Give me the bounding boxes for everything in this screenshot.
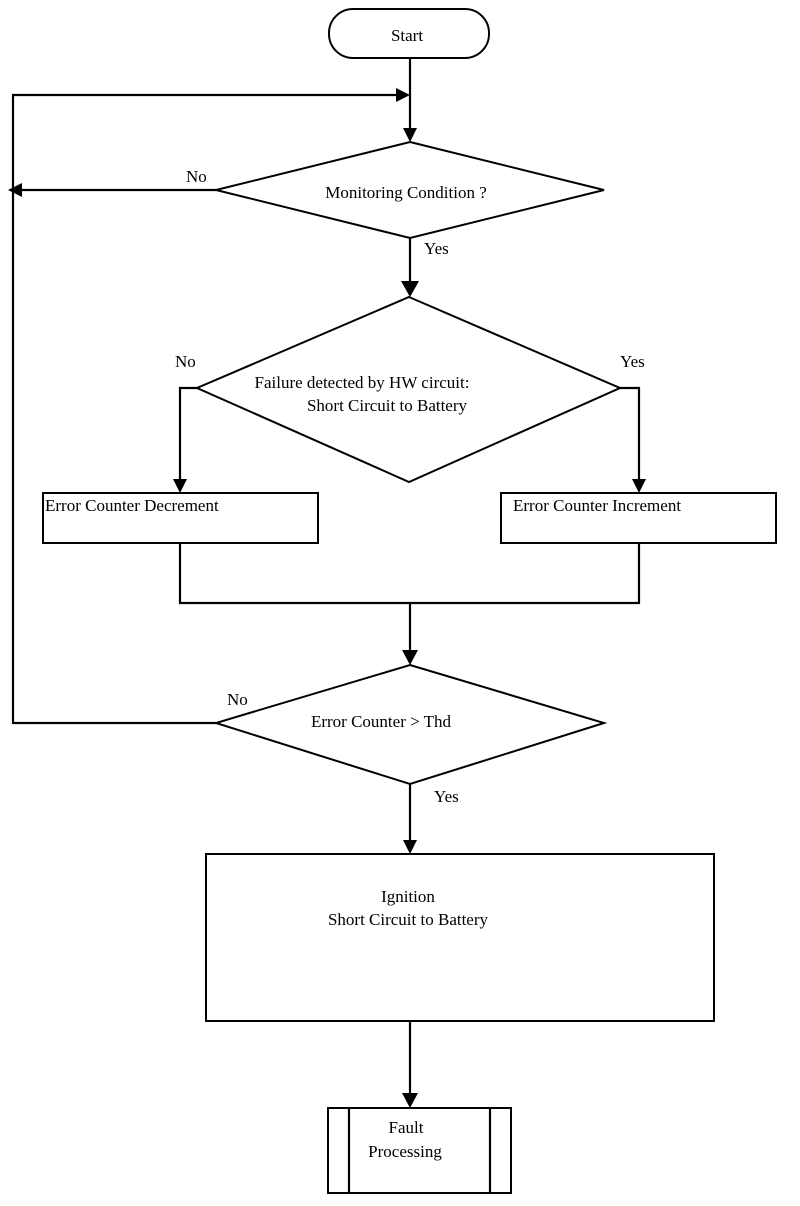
- monitoring-decision: Monitoring Condition ?: [215, 140, 605, 240]
- failure-label-line1: Failure detected by HW circuit:: [255, 373, 470, 392]
- threshold-no-label: No: [227, 690, 248, 709]
- decrement-label: Error Counter Decrement: [45, 496, 219, 515]
- failure-label-line2: Short Circuit to Battery: [307, 396, 468, 415]
- monitoring-no-label: No: [186, 167, 207, 186]
- arrowhead-into-ignition: [403, 840, 417, 854]
- edge-labels: No Yes No Yes No Yes: [175, 167, 645, 806]
- arrowhead-into-failure: [401, 281, 419, 297]
- arrowhead-monitoring-no: [8, 183, 22, 197]
- edge-failure-yes: [620, 386, 641, 482]
- increment-box: [500, 492, 777, 544]
- ignition-box: [205, 853, 715, 1022]
- edge-threshold-no-loop: [11, 93, 398, 725]
- monitoring-diamond: [215, 140, 605, 240]
- connectors: [11, 58, 641, 1096]
- ignition-process: Ignition Short Circuit to Battery: [205, 853, 715, 1022]
- arrowhead-into-threshold: [402, 650, 418, 665]
- fault-box: [327, 1107, 512, 1194]
- start-terminal: Start: [328, 8, 490, 59]
- fault-label-line2: Processing: [368, 1142, 442, 1161]
- ignition-label-line2: Short Circuit to Battery: [328, 910, 489, 929]
- decrement-process: Error Counter Decrement: [42, 492, 319, 544]
- arrowheads: [8, 88, 646, 1108]
- edge-merge: [178, 543, 641, 605]
- failure-yes-label: Yes: [620, 352, 645, 371]
- arrowhead-into-monitoring: [403, 128, 417, 142]
- arrowhead-into-decrement: [173, 479, 187, 493]
- threshold-label: Error Counter > Thd: [311, 712, 452, 731]
- arrowhead-loop-rejoin: [396, 88, 410, 102]
- arrowhead-into-fault: [402, 1093, 418, 1108]
- monitoring-label: Monitoring Condition ?: [325, 183, 487, 202]
- threshold-decision: Error Counter > Thd: [212, 663, 608, 786]
- ignition-label-line1: Ignition: [381, 887, 435, 906]
- increment-process: Error Counter Increment: [500, 492, 777, 544]
- threshold-yes-label: Yes: [434, 787, 459, 806]
- start-shape: [328, 8, 490, 59]
- failure-diamond: [194, 295, 623, 484]
- decrement-box: [42, 492, 319, 544]
- threshold-diamond: [212, 663, 608, 786]
- increment-label: Error Counter Increment: [513, 496, 681, 515]
- failure-decision: Failure detected by HW circuit: Short Ci…: [194, 295, 623, 484]
- arrowhead-into-increment: [632, 479, 646, 493]
- failure-no-label: No: [175, 352, 196, 371]
- fault-predefined-process: Fault Processing: [327, 1107, 512, 1194]
- start-label: Start: [391, 26, 423, 45]
- fault-label-line1: Fault: [389, 1118, 424, 1137]
- monitoring-yes-label: Yes: [424, 239, 449, 258]
- edge-failure-no: [178, 386, 197, 482]
